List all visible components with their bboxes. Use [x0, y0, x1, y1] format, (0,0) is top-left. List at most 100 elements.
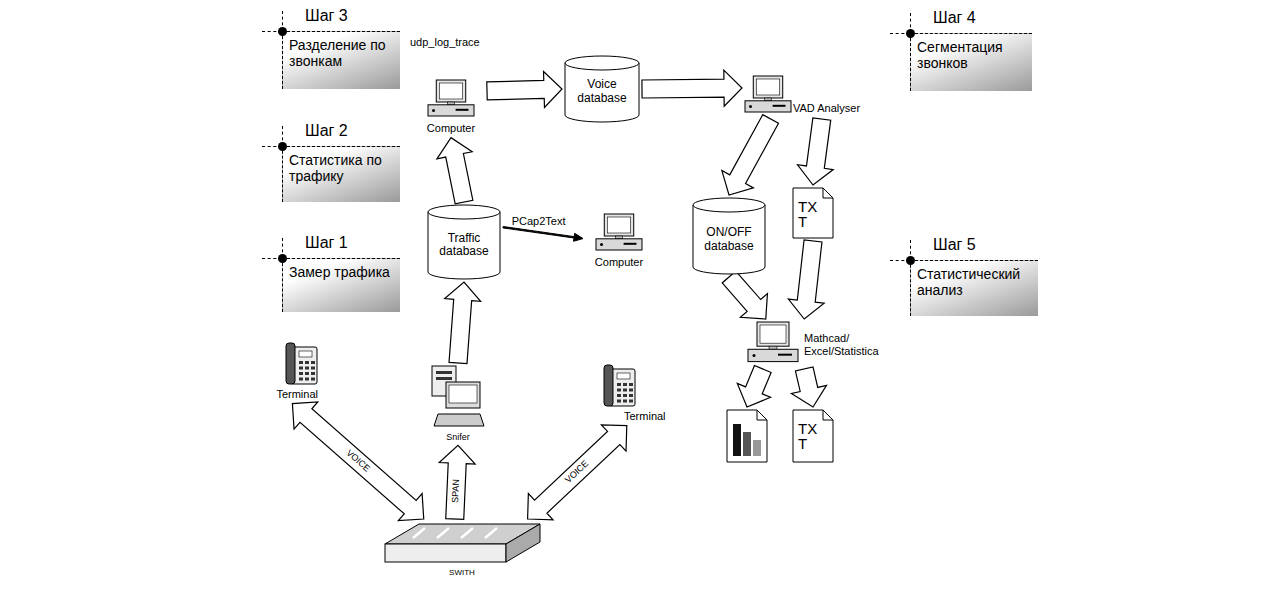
chart-document — [727, 410, 767, 462]
cylinder-body — [428, 212, 500, 279]
cylinder-top — [428, 205, 500, 219]
step-title: Разделение по звонкам — [283, 32, 400, 75]
node-shape — [432, 366, 484, 430]
step-title: Сегментация звонков — [911, 34, 1032, 77]
corner-dot — [906, 256, 915, 265]
monitor — [753, 76, 782, 98]
phone-key — [629, 400, 633, 403]
thin-arrow — [503, 227, 583, 242]
step-heading: Шаг 5 — [933, 236, 976, 254]
computer-node: Computer — [428, 80, 474, 120]
phone-key — [623, 389, 627, 392]
node-shape — [604, 364, 636, 408]
phone-key — [629, 389, 633, 392]
drive-slot — [456, 109, 469, 111]
database-label: ON/OFF database — [698, 226, 760, 254]
monitor — [436, 80, 465, 102]
computer-node: Mathcad/ Excel/Statistica — [748, 322, 798, 366]
document-label: TX T — [798, 199, 824, 229]
edge-label: PCap2Text — [511, 216, 567, 227]
block-arrow — [737, 366, 771, 407]
drive-slot — [778, 354, 792, 356]
step-band: Шаг 3Разделение по звонкам — [282, 31, 400, 89]
screen — [439, 83, 462, 99]
phone-key — [629, 383, 633, 386]
floppy-slot — [436, 371, 452, 374]
chart-bar — [753, 440, 761, 456]
phone-key — [311, 372, 315, 375]
switch-arrow — [413, 528, 425, 538]
phone-key — [617, 394, 621, 397]
block-arrow — [798, 118, 834, 185]
chart-bar — [743, 432, 751, 456]
database-label: Voice database — [570, 79, 634, 107]
cylinder-top — [693, 198, 765, 212]
document-sheet — [727, 410, 767, 462]
network-switch: SWITH — [385, 522, 540, 566]
document-node: TX T — [793, 188, 833, 238]
document-node: TX T — [793, 410, 833, 462]
phone-key — [299, 361, 303, 364]
corner-dot — [278, 142, 287, 151]
block-arrow — [439, 445, 475, 519]
system-case — [596, 239, 642, 250]
phone-key — [299, 378, 303, 381]
block-arrow — [722, 271, 767, 319]
computer-node: Computer — [596, 214, 642, 254]
node-shape — [596, 214, 642, 254]
step-band: Шаг 1Замер трафика — [282, 258, 400, 312]
phone-key — [305, 372, 309, 375]
terminal-phone: Terminal — [286, 342, 318, 386]
power-led — [600, 243, 603, 246]
phone-display — [299, 351, 312, 357]
keyboard — [434, 414, 484, 426]
power-led — [432, 109, 435, 112]
phone-key — [617, 383, 621, 386]
switch-arrow — [437, 528, 449, 538]
block-arrow — [487, 71, 562, 107]
node-shape — [748, 322, 798, 366]
phone-handset — [604, 365, 613, 406]
corner-dot — [278, 27, 287, 36]
phone-key — [299, 367, 303, 370]
phone-key — [299, 372, 303, 375]
floppy-slot — [436, 377, 452, 380]
step-band: Шаг 4Сегментация звонков — [910, 33, 1032, 91]
node-shape — [385, 522, 540, 566]
screen — [607, 217, 630, 233]
block-arrow — [642, 70, 742, 106]
step-heading: Шаг 2 — [305, 122, 348, 140]
step-heading: Шаг 1 — [305, 234, 348, 252]
node-caption: Terminal — [254, 388, 318, 401]
monitor — [446, 382, 480, 408]
page-fold — [757, 410, 767, 420]
database-cylinder: ON/OFF database — [693, 198, 765, 274]
document-sheet — [793, 188, 833, 238]
phone-key — [617, 389, 621, 392]
corner-dot — [278, 254, 287, 263]
step-heading: Шаг 4 — [933, 9, 976, 27]
power-led — [753, 354, 756, 357]
power-led — [749, 105, 752, 108]
switch-side — [506, 524, 540, 562]
node-shape — [745, 76, 791, 116]
screen — [756, 79, 779, 95]
block-arrow — [292, 402, 423, 521]
block-arrow — [437, 138, 473, 204]
switch-arrow — [485, 528, 497, 538]
phone-key — [623, 383, 627, 386]
block-arrow — [528, 425, 627, 520]
node-caption: Computer — [586, 256, 652, 269]
switch-front — [385, 544, 506, 562]
sniffer-node: Snifer — [432, 366, 484, 430]
phone-key — [617, 400, 621, 403]
node-shape — [428, 80, 474, 120]
database-label: Traffic database — [433, 232, 495, 260]
step-title: Статистический анализ — [911, 261, 1038, 304]
switch-arrow — [461, 528, 473, 538]
terminal-phone: Terminal — [604, 364, 636, 408]
cylinder-top — [565, 56, 639, 70]
phone-key — [311, 367, 315, 370]
drive-slot — [624, 243, 637, 245]
